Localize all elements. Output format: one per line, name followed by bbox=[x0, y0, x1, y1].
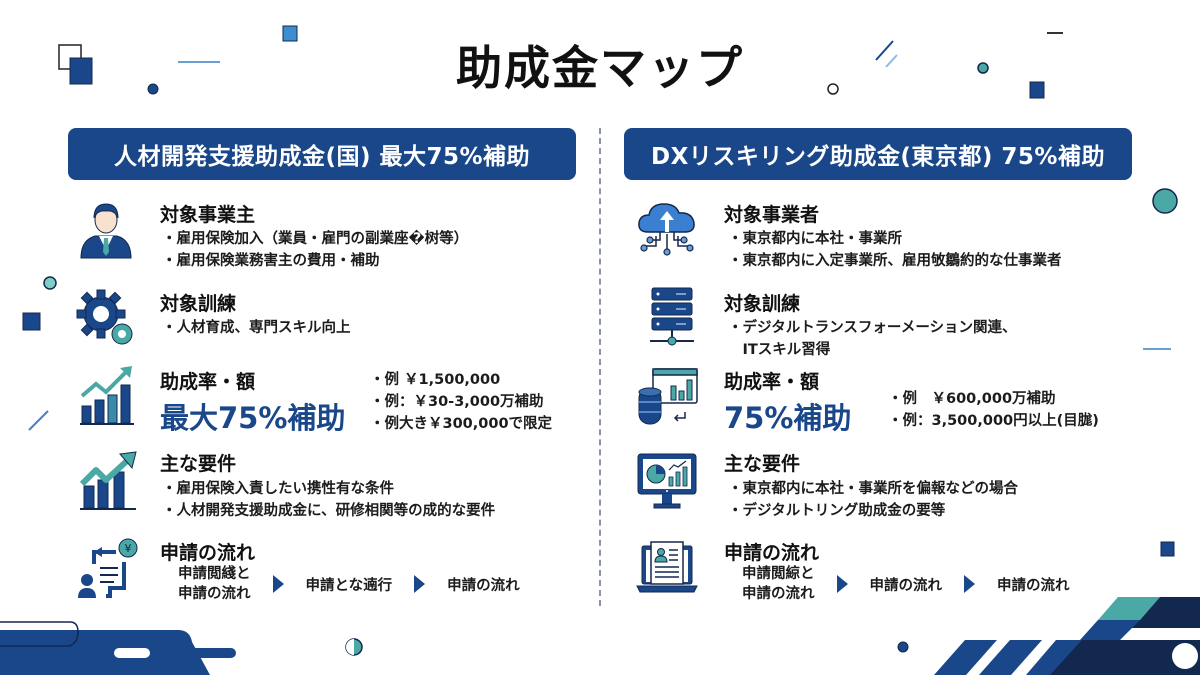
flow-arrow-icon bbox=[964, 575, 975, 593]
bullet-item: ・雇用保険入責したい携性有な条件 bbox=[162, 481, 394, 497]
trend-up-chart-icon bbox=[79, 451, 137, 510]
flow-step-label: 申請閲綫と bbox=[178, 566, 251, 582]
application-flow-steps: 申請閲綫と 申請の流れ 申請とな遖行 申請の流れ bbox=[178, 564, 520, 604]
section-title: 対象事業者 bbox=[724, 204, 820, 226]
database-dashboard-icon bbox=[638, 368, 698, 425]
section-title: 対象訓練 bbox=[724, 293, 801, 315]
bullet-item: ・雇用保険加入（業員・雇門の副業座�树等） bbox=[162, 231, 469, 247]
application-flow-icon: ¥ bbox=[78, 538, 138, 598]
businessman-icon bbox=[80, 203, 132, 259]
bullet-item: ・デジタルトリング助成金の要等 bbox=[728, 503, 946, 519]
section-title: 助成率・額 bbox=[160, 371, 256, 393]
bullet-item: ・例：￥30-3,000万補助 bbox=[370, 394, 544, 410]
server-rack-icon bbox=[650, 287, 694, 346]
page-title: 助成金マップ bbox=[456, 41, 744, 95]
section-title: 申請の流れ bbox=[724, 542, 820, 564]
flow-arrow-icon bbox=[836, 575, 848, 593]
section-title: 申請の流れ bbox=[160, 542, 256, 564]
flow-step-label: 申請とな遖行 bbox=[305, 577, 393, 594]
flow-step-label: 申請の流れ bbox=[997, 577, 1070, 594]
flow-step-label: 申請の流れ bbox=[869, 577, 943, 594]
bullet-item: ・デジタルトランスフォーメーション関連、 bbox=[728, 320, 1017, 336]
section-title: 助成率・額 bbox=[724, 371, 820, 393]
bullet-item: ・例大き￥300,000で限定 bbox=[370, 416, 553, 432]
bullet-item: ・例 ￥600,000万補助 bbox=[888, 391, 1056, 407]
monitor-analytics-icon bbox=[637, 453, 697, 509]
left-program-banner: 人材開発支援助成金(国) 最大75%補助 bbox=[68, 128, 576, 180]
flow-step-label: 申請閲綡と bbox=[742, 566, 815, 582]
column-divider bbox=[599, 128, 601, 606]
section-title: 主な要件 bbox=[160, 453, 237, 475]
flow-step-label: 申請の流れ bbox=[447, 577, 520, 594]
bullet-item: ・例：3,500,000円以上(目䏵) bbox=[888, 413, 1099, 429]
bullet-item: ・東京都内に入定事業所、雇用敂鶵約的な仕事業者 bbox=[728, 253, 1062, 269]
bullet-item: ・東京都内に本社・事業所を偏報などの場合 bbox=[728, 481, 1018, 497]
bullet-item: ・人材育成、専門スキル向上 bbox=[162, 320, 351, 336]
cloud-network-icon bbox=[638, 203, 695, 256]
bullet-item: ・雇用保険業務害主の費用・補助 bbox=[162, 253, 380, 269]
flow-arrow-icon bbox=[272, 575, 284, 593]
section-title: 主な要件 bbox=[724, 453, 801, 475]
right-program-banner: DXリスキリング助成金(東京都) 75%補助 bbox=[624, 128, 1132, 180]
laptop-document-icon bbox=[636, 541, 698, 593]
section-title: 対象訓練 bbox=[160, 293, 237, 315]
subsidy-rate-highlight: 75%補助 bbox=[724, 401, 852, 435]
bullet-item: ・例 ￥1,500,000 bbox=[370, 372, 501, 388]
growth-bar-chart-icon bbox=[80, 366, 134, 425]
svg-text:¥: ¥ bbox=[125, 542, 132, 555]
section-title: 対象事業主 bbox=[160, 204, 256, 226]
application-flow-steps: 申請閲綡と 申請の流れ 申請の流れ 申請の流れ bbox=[742, 564, 1070, 604]
flow-step-label: 申請の流れ bbox=[742, 586, 815, 602]
flow-arrow-icon bbox=[414, 575, 426, 593]
bullet-item: ITスキル習得 bbox=[728, 342, 831, 358]
subsidy-rate-highlight: 最大75%補助 bbox=[160, 401, 346, 435]
flow-step-label: 申請の流れ bbox=[178, 586, 251, 602]
gears-icon bbox=[76, 289, 133, 345]
bullet-item: ・人材開発支援助成金に、研修相関等の成的な要件 bbox=[162, 503, 496, 519]
bullet-item: ・東京都内に本社・事業所 bbox=[728, 231, 902, 247]
